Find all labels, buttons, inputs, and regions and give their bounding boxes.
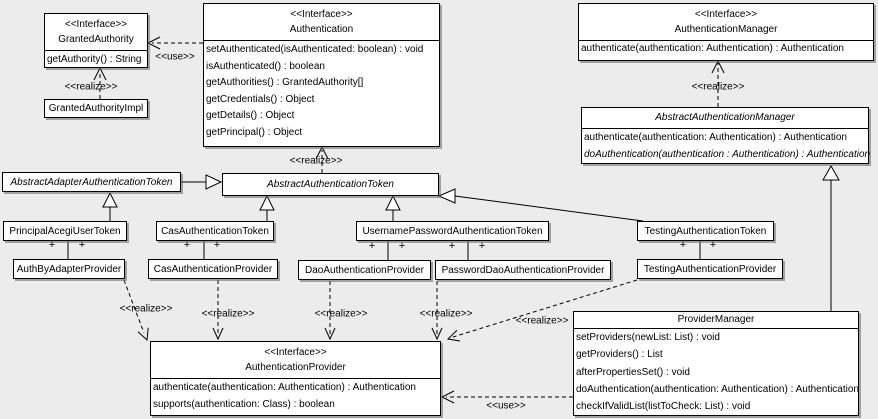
method-line: getPrincipal() : Object bbox=[206, 126, 303, 138]
method-line: isAuthenticated() : boolean bbox=[206, 60, 325, 72]
class-testing-authentication-provider[interactable]: TestingAuthenticationProvider bbox=[637, 259, 783, 279]
class-name: AbstractAuthenticationToken bbox=[267, 179, 394, 190]
class-provider-manager[interactable]: ProviderManager setProviders(newList: Li… bbox=[573, 311, 859, 416]
plus-mark: + bbox=[448, 240, 456, 252]
class-name: AbstractAdapterAuthenticationToken bbox=[10, 176, 173, 188]
method-line: doAuthentication(authentication : Authen… bbox=[584, 149, 871, 160]
class-name: DaoAuthenticationProvider bbox=[305, 264, 424, 276]
plus-mark: + bbox=[48, 239, 56, 251]
realize-line-authbyadapterprovider bbox=[123, 279, 145, 334]
triangle-arrowhead-icon bbox=[205, 174, 223, 190]
method-line: setProviders(newList: List) : void bbox=[576, 332, 720, 343]
open-arrowhead-icon bbox=[446, 330, 461, 342]
class-cas-authentication-provider[interactable]: CasAuthenticationProvider bbox=[148, 259, 278, 279]
class-cas-authentication-token[interactable]: CasAuthenticationToken bbox=[156, 221, 274, 241]
class-name: CasAuthenticationProvider bbox=[153, 263, 273, 275]
class-abstract-authentication-token[interactable]: AbstractAuthenticationToken bbox=[222, 173, 439, 196]
class-testing-authentication-token[interactable]: TestingAuthenticationToken bbox=[637, 221, 774, 241]
plus-mark: + bbox=[398, 240, 406, 252]
class-abstract-adapter-authentication-token[interactable]: AbstractAdapterAuthenticationToken bbox=[2, 172, 181, 192]
triangle-arrowhead-icon bbox=[822, 164, 840, 181]
stereotype-label-realize: <<realize>> bbox=[419, 308, 473, 320]
class-dao-authentication-provider[interactable]: DaoAuthenticationProvider bbox=[298, 260, 431, 280]
method-line: authenticate(authentication: Authenticat… bbox=[584, 132, 847, 143]
class-username-password-authentication-token[interactable]: UsernamePasswordAuthenticationToken bbox=[356, 221, 549, 241]
method-line: authenticate(authentication: Authenticat… bbox=[153, 382, 416, 393]
method-line: getProviders() : List bbox=[576, 349, 663, 361]
class-granted-authority[interactable]: <<Interface>> GrantedAuthority getAuthor… bbox=[44, 13, 148, 68]
class-authentication[interactable]: <<Interface>> Authentication setAuthenti… bbox=[203, 3, 440, 147]
plus-mark: + bbox=[183, 239, 191, 251]
class-name: AuthenticationManager bbox=[674, 24, 778, 35]
class-abstract-authentication-manager[interactable]: AbstractAuthenticationManager authentica… bbox=[581, 107, 871, 164]
triangle-arrowhead-icon bbox=[259, 194, 275, 211]
method-line: supports(authentication: Class) : boolea… bbox=[153, 399, 335, 410]
method-line: getAuthority() : String bbox=[47, 54, 142, 65]
method-line: getDetails() : Object bbox=[206, 110, 295, 122]
method-line: authenticate(authentication: Authenticat… bbox=[581, 43, 844, 54]
class-name: TestingAuthenticationToken bbox=[644, 225, 767, 237]
plus-mark: + bbox=[709, 239, 717, 251]
class-authentication-manager[interactable]: <<Interface>> AuthenticationManager auth… bbox=[578, 3, 874, 61]
triangle-arrowhead-icon bbox=[385, 194, 401, 211]
method-line: checkIfValidList(listToCheck: List) : vo… bbox=[576, 401, 751, 413]
generalization-line-testingtoken bbox=[454, 195, 644, 222]
class-name: UsernamePasswordAuthenticationToken bbox=[362, 225, 543, 237]
plus-mark: + bbox=[78, 239, 86, 251]
class-stereotype: <<Interface>> bbox=[290, 9, 353, 20]
stereotype-label-realize: <<realize>> bbox=[201, 308, 255, 320]
class-stereotype: <<Interface>> bbox=[264, 347, 327, 358]
open-arrowhead-icon bbox=[212, 327, 224, 341]
stereotype-label-realize: <<realize>> bbox=[64, 81, 118, 93]
class-name: Authentication bbox=[289, 24, 354, 35]
class-password-dao-authentication-provider[interactable]: PasswordDaoAuthenticationProvider bbox=[435, 260, 611, 280]
class-name: PrincipalAcegiUserToken bbox=[9, 225, 121, 237]
open-arrowhead-icon bbox=[137, 327, 149, 342]
stereotype-label-realize: <<realize>> bbox=[691, 81, 745, 93]
open-arrowhead-icon bbox=[431, 327, 443, 341]
method-line: getCredentials() : Object bbox=[206, 93, 315, 105]
class-name: ProviderManager bbox=[574, 312, 858, 329]
method-line: afterPropertiesSet() : void bbox=[576, 366, 690, 378]
plus-mark: + bbox=[368, 240, 376, 252]
class-name: GrantedAuthorityImpl bbox=[48, 103, 144, 114]
method-line: doAuthentication(authentication: Authent… bbox=[576, 383, 859, 395]
stereotype-label-realize: <<realize>> bbox=[119, 303, 173, 315]
class-name: TestingAuthenticationProvider bbox=[643, 263, 777, 275]
open-arrowhead-icon bbox=[315, 145, 329, 160]
stereotype-label-realize: <<realize>> bbox=[515, 315, 569, 327]
class-name: PasswordDaoAuthenticationProvider bbox=[441, 264, 605, 276]
class-auth-by-adapter-provider[interactable]: AuthByAdapterProvider bbox=[13, 259, 125, 279]
class-name: CasAuthenticationToken bbox=[161, 225, 269, 237]
open-arrowhead-icon bbox=[324, 327, 336, 341]
triangle-arrowhead-icon bbox=[437, 188, 456, 204]
class-name: GrantedAuthority bbox=[58, 34, 134, 45]
plus-mark: + bbox=[679, 239, 687, 251]
class-principal-acegi-user-token[interactable]: PrincipalAcegiUserToken bbox=[3, 221, 127, 241]
class-stereotype: <<Interface>> bbox=[64, 19, 128, 30]
stereotype-label-use: <<use>> bbox=[155, 51, 195, 63]
class-granted-authority-impl[interactable]: GrantedAuthorityImpl bbox=[44, 99, 148, 118]
class-name: AuthByAdapterProvider bbox=[16, 263, 122, 275]
method-line: setAuthenticated(isAuthenticated: boolea… bbox=[206, 44, 424, 55]
open-arrowhead-icon bbox=[711, 59, 725, 74]
open-arrowhead-icon bbox=[440, 390, 455, 404]
class-stereotype: <<Interface>> bbox=[694, 9, 758, 20]
class-name: AuthenticationProvider bbox=[245, 362, 346, 373]
stereotype-label-realize: <<realize>> bbox=[289, 155, 343, 167]
stereotype-label-use: <<use>> bbox=[486, 400, 526, 412]
class-authentication-provider[interactable]: <<Interface>> AuthenticationProvider aut… bbox=[150, 341, 441, 416]
plus-mark: + bbox=[213, 239, 221, 251]
open-arrowhead-icon bbox=[93, 66, 107, 81]
method-line: getAuthorities() : GrantedAuthority[] bbox=[206, 77, 364, 89]
open-arrowhead-icon bbox=[146, 36, 161, 50]
stereotype-label-realize: <<realize>> bbox=[314, 308, 368, 320]
plus-mark: + bbox=[478, 240, 486, 252]
triangle-arrowhead-icon bbox=[102, 191, 118, 208]
class-name: AbstractAuthenticationManager bbox=[582, 108, 868, 129]
